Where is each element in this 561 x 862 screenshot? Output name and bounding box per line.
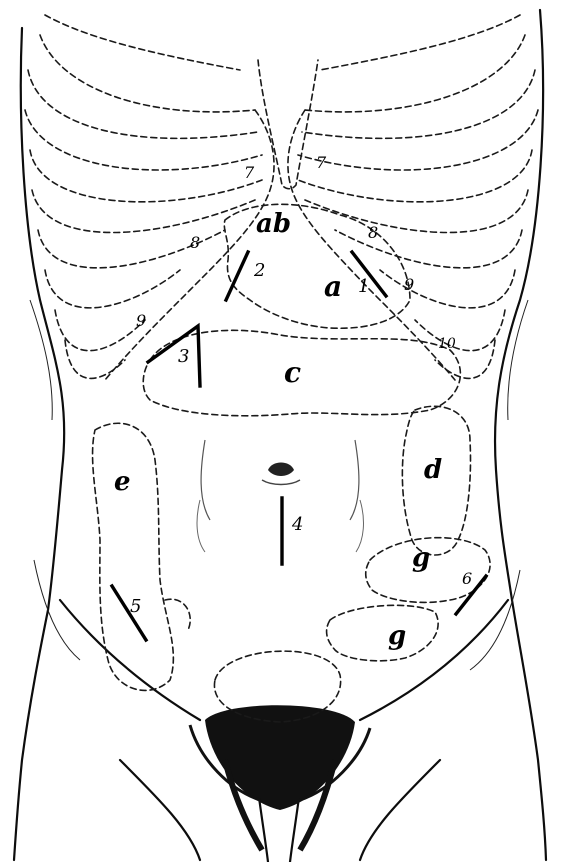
rib-8-right-label: 8 [190,233,200,252]
incision-2-label: 2 [253,260,265,281]
rib-cage-dashed [25,15,538,380]
pubic-region-shading [190,705,370,850]
rib-8-left-label: 8 [368,223,378,242]
organ-d-label: d [424,455,442,485]
organ-g-lower-label: g [388,621,406,651]
incision-1-label: 1 [358,276,369,297]
rib-7-right-label: 7 [244,163,255,182]
rib-7-left-label: 7 [316,153,327,172]
rib-10-left-label: 10 [438,336,456,352]
organ-a-label: a [324,270,342,303]
incision-5-label: 5 [130,596,141,617]
incision-lines [112,252,486,640]
organ-e-label: e [114,467,131,497]
incision-6-label: 6 [462,569,472,588]
organ-letter-labels: ab a c d e g g [114,209,442,651]
umbilicus [197,440,363,552]
organ-g-upper-label: g [412,543,430,573]
rib-9-right-label: 9 [136,311,146,330]
organ-ab-label: ab [256,209,291,239]
rib-9-left-label: 9 [404,275,414,294]
organ-c-label: c [284,356,301,389]
incision-3-label: 3 [178,346,189,367]
incision-4-label: 4 [291,514,303,535]
